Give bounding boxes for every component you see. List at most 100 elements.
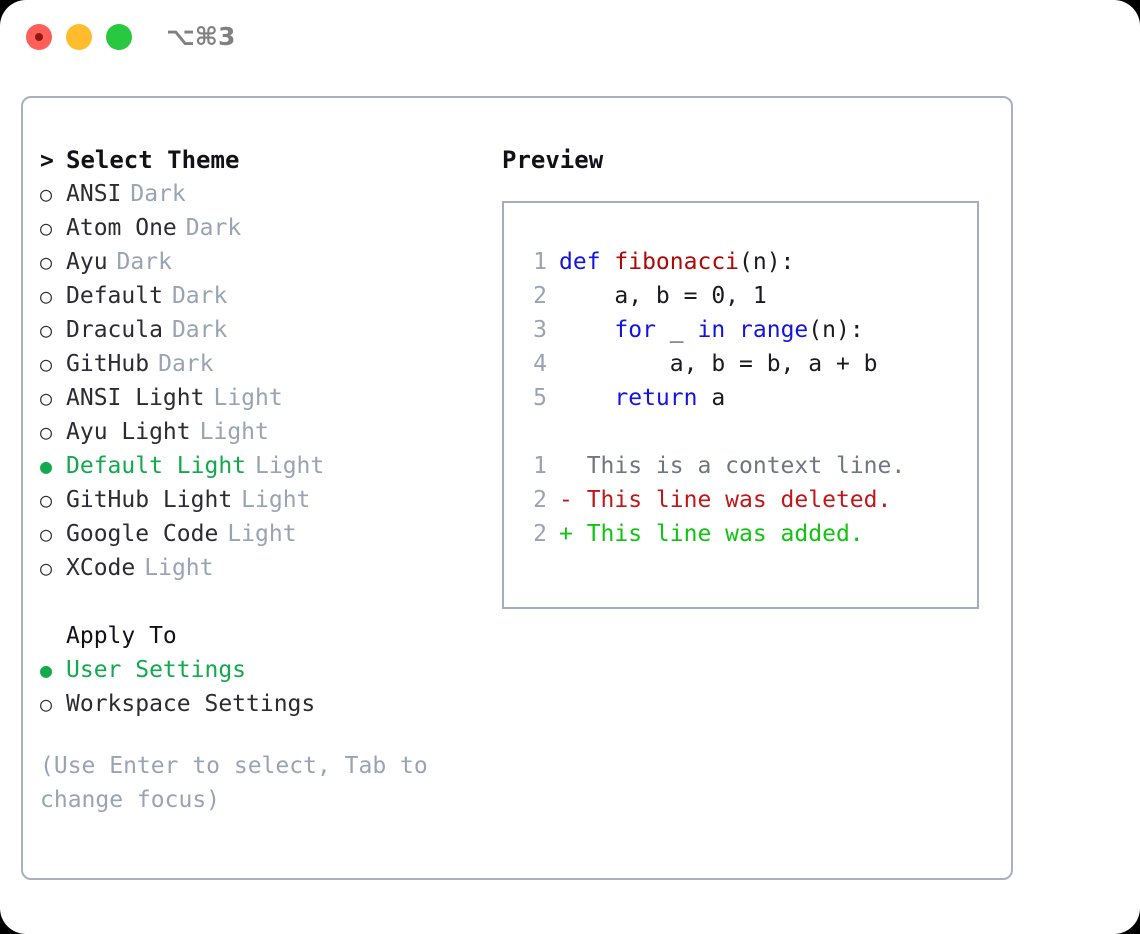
- close-button-icon[interactable]: [26, 24, 52, 50]
- theme-variant-badge: Light: [227, 521, 297, 547]
- theme-name: ANSI Light: [66, 385, 205, 411]
- theme-variant-badge: Dark: [171, 317, 228, 343]
- line-number: 4: [533, 351, 547, 377]
- theme-name: XCode: [66, 555, 136, 581]
- radio-unselected-icon[interactable]: ○: [40, 420, 53, 444]
- radio-unselected-icon[interactable]: ○: [40, 250, 53, 274]
- theme-variant-badge: Light: [144, 555, 214, 581]
- title-bar: ⌥⌘3: [0, 0, 1140, 78]
- theme-variant-badge: Dark: [116, 249, 172, 275]
- theme-variant-badge: Dark: [171, 283, 228, 309]
- diff-line: 2 + This line was added.: [519, 517, 969, 551]
- theme-name: ANSI: [66, 181, 122, 207]
- code-text: return a: [559, 381, 725, 415]
- apply-to-label: Apply To: [66, 623, 177, 649]
- code-token: (n):: [808, 317, 864, 343]
- maximize-button-icon[interactable]: [106, 24, 132, 50]
- radio-selected-icon[interactable]: ●: [40, 658, 53, 682]
- diff-text: This is a context line.: [559, 453, 906, 479]
- code-token: [559, 317, 614, 343]
- radio-unselected-icon[interactable]: ○: [40, 522, 53, 546]
- theme-variant-badge: Light: [213, 385, 283, 411]
- theme-name: Ayu Light: [66, 419, 191, 445]
- code-token: for: [614, 317, 656, 343]
- radio-unselected-icon[interactable]: ○: [40, 692, 53, 716]
- apply-to-name: User Settings: [66, 657, 247, 683]
- prompt-caret-icon: >: [40, 148, 54, 174]
- radio-unselected-icon[interactable]: ○: [40, 386, 53, 410]
- code-token: _: [655, 317, 698, 343]
- line-number: 2: [533, 487, 547, 513]
- theme-list-item[interactable]: ○ Ayu Dark: [40, 245, 480, 279]
- select-theme-header: > Select Theme: [40, 143, 480, 177]
- code-line: 3 for _ in range(n):: [519, 313, 969, 347]
- theme-variant-badge: Dark: [158, 351, 214, 377]
- radio-unselected-icon[interactable]: ○: [40, 216, 53, 240]
- theme-name: Default: [66, 283, 163, 309]
- code-token: [559, 385, 614, 411]
- theme-variant-badge: Light: [199, 419, 269, 445]
- radio-selected-icon[interactable]: ●: [40, 454, 53, 478]
- diff-line: 1 This is a context line.: [519, 449, 969, 483]
- line-number: 5: [533, 385, 547, 411]
- line-number: 2: [533, 283, 547, 309]
- radio-unselected-icon[interactable]: ○: [40, 284, 53, 308]
- diff-text: - This line was deleted.: [559, 487, 892, 513]
- theme-list-item[interactable]: ○ Default Dark: [40, 279, 480, 313]
- theme-name: Atom One: [66, 215, 177, 241]
- code-token: range: [739, 317, 809, 343]
- radio-unselected-icon[interactable]: ○: [40, 352, 53, 376]
- code-token: [725, 317, 739, 343]
- code-text: a, b = 0, 1: [559, 279, 767, 313]
- apply-to-item[interactable]: ● User Settings: [40, 653, 480, 687]
- line-number: 1: [533, 453, 547, 479]
- theme-list-item[interactable]: ○ Google Code Light: [40, 517, 480, 551]
- line-number: 2: [533, 521, 547, 547]
- code-line: 1 def fibonacci(n):: [519, 245, 969, 279]
- keyboard-shortcut-label: ⌥⌘3: [166, 22, 236, 51]
- apply-to-list[interactable]: ● User Settings ○ Workspace Settings: [40, 653, 480, 721]
- theme-name: GitHub: [66, 351, 150, 377]
- code-token: a: [697, 385, 726, 411]
- apply-to-item[interactable]: ○ Workspace Settings: [40, 687, 480, 721]
- radio-unselected-icon[interactable]: ○: [40, 318, 53, 342]
- theme-list-item[interactable]: ○ XCode Light: [40, 551, 480, 585]
- code-line: 5 return a: [519, 381, 969, 415]
- radio-unselected-icon[interactable]: ○: [40, 488, 53, 512]
- theme-name: Ayu: [66, 249, 108, 275]
- theme-name: GitHub Light: [66, 487, 233, 513]
- theme-name: Default Light: [66, 453, 247, 479]
- theme-list-item[interactable]: ○ ANSI Light Light: [40, 381, 480, 415]
- code-line: 4 a, b = b, a + b: [519, 347, 969, 381]
- minimize-button-icon[interactable]: [66, 24, 92, 50]
- code-token: a, b = 0, 1: [559, 283, 767, 309]
- radio-unselected-icon[interactable]: ○: [40, 182, 53, 206]
- code-token: def: [559, 249, 615, 275]
- apply-to-name: Workspace Settings: [66, 691, 316, 717]
- line-number: 1: [533, 249, 547, 275]
- code-token: (n):: [739, 249, 795, 275]
- code-token: fibonacci: [614, 249, 740, 275]
- diff-text: + This line was added.: [559, 521, 864, 547]
- theme-list-item[interactable]: ○ GitHub Dark: [40, 347, 480, 381]
- code-token: in: [697, 317, 726, 343]
- radio-unselected-icon[interactable]: ○: [40, 556, 53, 580]
- theme-name: Google Code: [66, 521, 219, 547]
- theme-list-item[interactable]: ○ Ayu Light Light: [40, 415, 480, 449]
- preview-title: Preview: [502, 146, 604, 174]
- diff-line: 2 - This line was deleted.: [519, 483, 969, 517]
- window-controls: [26, 24, 132, 50]
- select-theme-title: Select Theme: [66, 146, 240, 174]
- code-line: 2 a, b = 0, 1: [519, 279, 969, 313]
